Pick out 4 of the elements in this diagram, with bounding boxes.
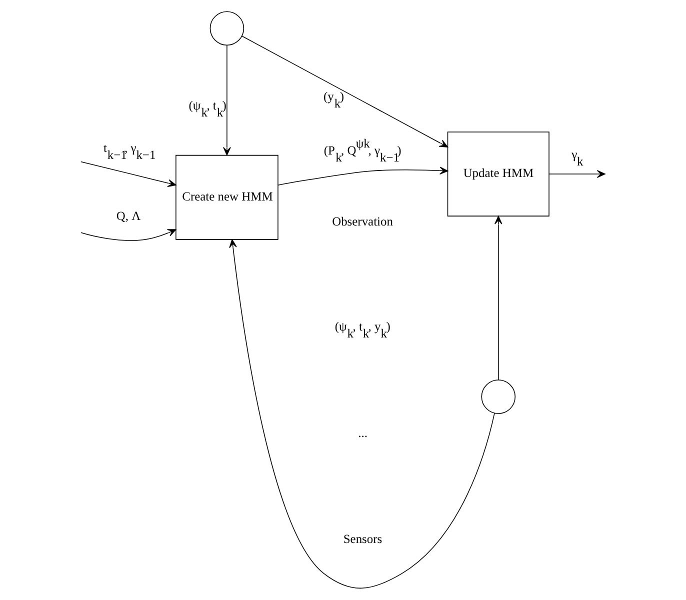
label: ... [358, 426, 368, 440]
label: Observation [332, 214, 393, 228]
label: Sensors [343, 532, 382, 546]
edge-label: Q, Λ [116, 208, 141, 223]
